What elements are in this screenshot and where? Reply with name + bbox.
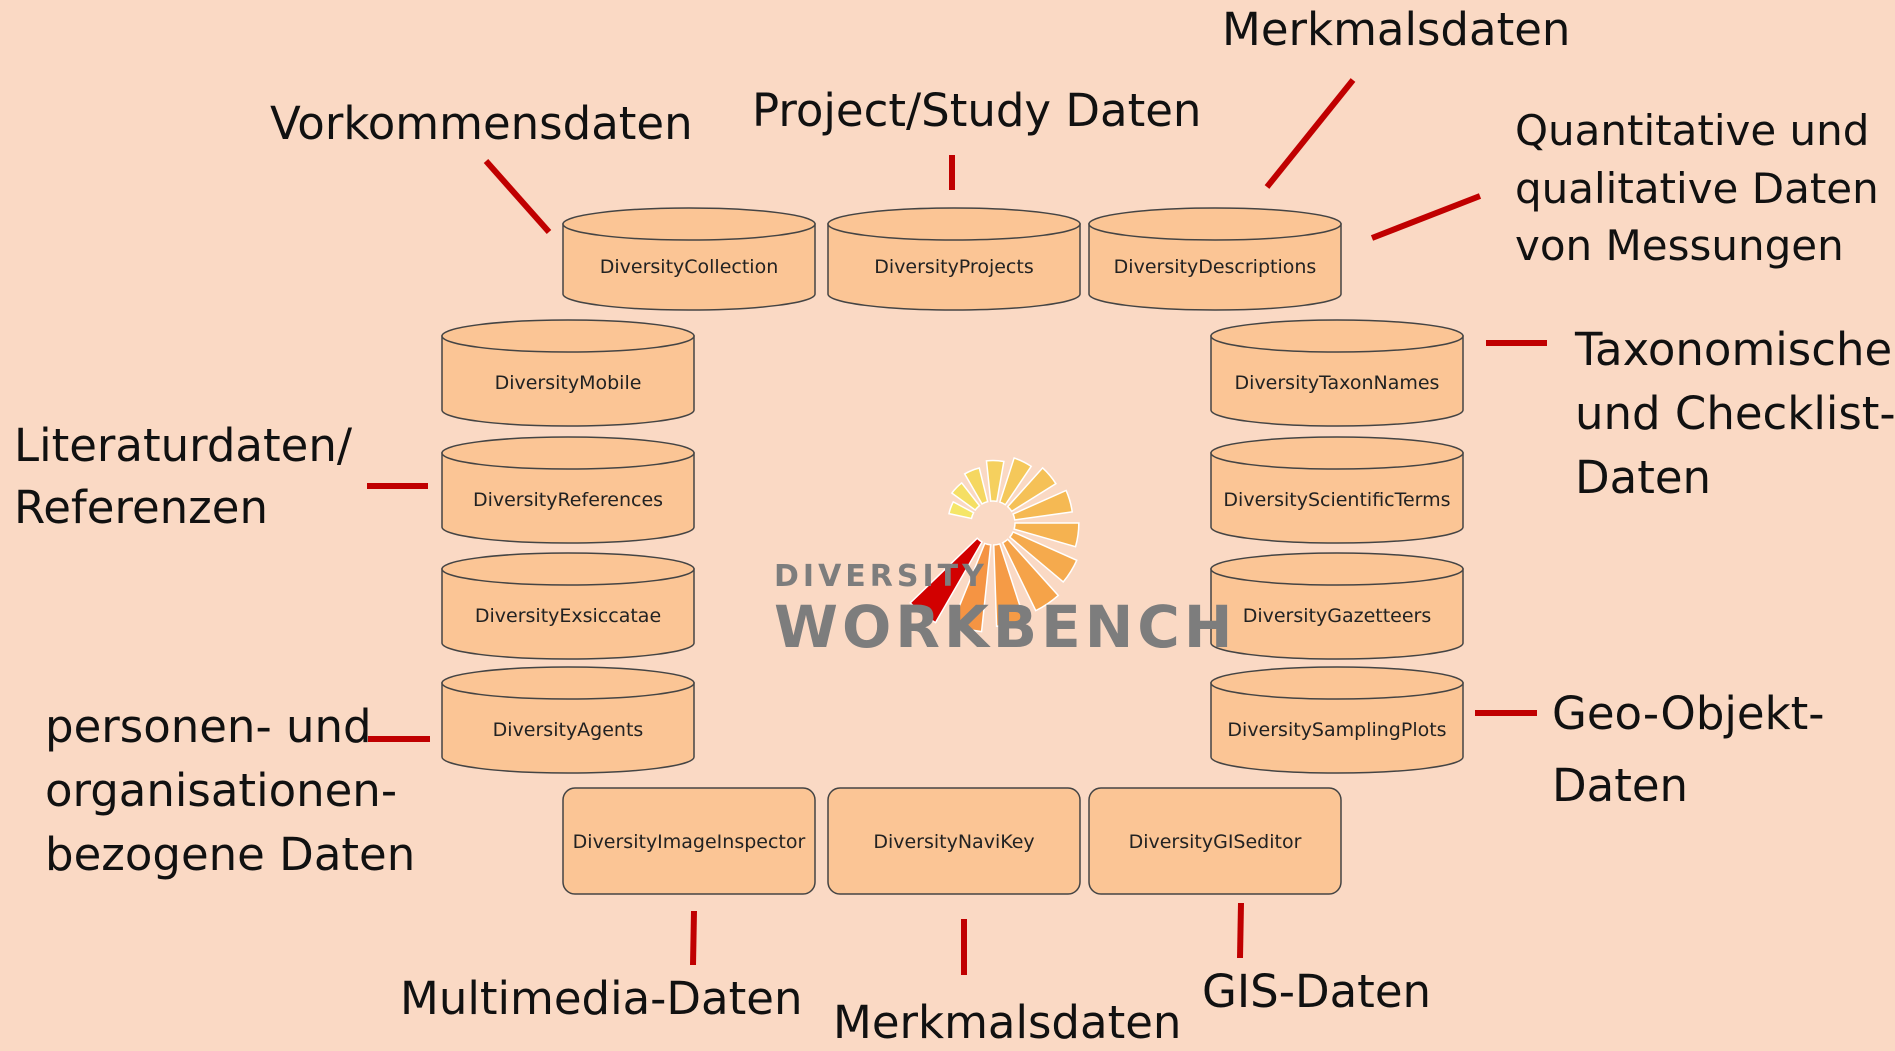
- db-diversityscientificterms: DiversityScientificTerms: [1210, 436, 1464, 544]
- db-diversitytaxonnames: DiversityTaxonNames: [1210, 319, 1464, 427]
- app-diversitynavikey: DiversityNaviKey: [827, 787, 1081, 895]
- db-diversitygazetteers: DiversityGazetteers: [1210, 552, 1464, 660]
- label-merkmalsdaten-top: Merkmalsdaten: [1222, 3, 1571, 56]
- label-line: von Messungen: [1515, 221, 1844, 271]
- logo-text-diversity: DIVERSITY: [774, 559, 988, 594]
- logo-ray: [909, 537, 984, 624]
- label-line: personen- und: [45, 700, 372, 753]
- label-line: Daten: [1552, 759, 1689, 812]
- logo-ray: [998, 457, 1033, 506]
- connector-multimedia: [690, 910, 697, 966]
- label-line: Quantitative und: [1515, 106, 1870, 155]
- app-label: DiversityNaviKey: [873, 831, 1034, 853]
- workbench-logo: DIVERSITY WORKBENCH: [774, 457, 1236, 661]
- db-label: DiversityMobile: [495, 372, 642, 394]
- logo-ray: [948, 500, 975, 520]
- db-diversityprojects: DiversityProjects: [827, 207, 1081, 311]
- app-diversityimageinspector: DiversityImageInspector: [562, 787, 816, 895]
- logo-ray: [1006, 466, 1057, 513]
- label-line: bezogene Daten: [45, 827, 416, 881]
- db-label: DiversityGazetteers: [1243, 605, 1432, 627]
- db-label: DiversityDescriptions: [1114, 256, 1317, 278]
- label-line: und Checklist-: [1575, 386, 1895, 440]
- logo-ray: [1008, 530, 1078, 583]
- db-diversitydescriptions: DiversityDescriptions: [1088, 207, 1342, 311]
- connector-quantitative: [1370, 193, 1482, 241]
- label-multimedia-daten: Multimedia-Daten: [400, 972, 803, 1025]
- app-diversitygiseditor: DiversityGISeditor: [1088, 787, 1342, 895]
- logo-ray: [950, 481, 981, 512]
- connector-gis: [1237, 902, 1244, 959]
- db-label: DiversityCollection: [600, 256, 779, 278]
- db-diversityexsiccatae: DiversityExsiccatae: [441, 552, 695, 660]
- logo-text-workbench: WORKBENCH: [774, 593, 1236, 661]
- logo-ray: [1012, 489, 1074, 521]
- label-line: Taxonomische: [1575, 323, 1893, 376]
- logo-ray: [985, 459, 1005, 503]
- label-line: organisationen-: [45, 763, 398, 817]
- label-line: Daten: [1575, 450, 1712, 504]
- label-quantitative-daten: Quantitative und qualitative Daten von M…: [1515, 102, 1879, 275]
- label-merkmalsdaten-bottom: Merkmalsdaten: [833, 996, 1182, 1049]
- db-label: DiversityTaxonNames: [1235, 372, 1440, 394]
- label-gis-daten: GIS-Daten: [1202, 965, 1432, 1018]
- connector-merkmalsdaten-top: [1264, 78, 1356, 189]
- logo-ray: [1001, 538, 1060, 612]
- label-literaturdaten: Literaturdaten/ Referenzen: [14, 415, 352, 539]
- label-taxonomische-daten: Taxonomische und Checklist- Daten: [1575, 318, 1895, 510]
- label-project-study-daten: Project/Study Daten: [752, 84, 1202, 137]
- db-diversitycollection: DiversityCollection: [562, 207, 816, 311]
- db-label: DiversityReferences: [473, 489, 663, 511]
- label-vorkommensdaten: Vorkommensdaten: [270, 97, 693, 150]
- connector-vorkommensdaten: [483, 159, 552, 234]
- logo-ray: [951, 542, 992, 633]
- db-diversitysamplingplots: DiversitySamplingPlots: [1210, 666, 1464, 774]
- label-personen-daten: personen- und organisationen- bezogene D…: [45, 695, 415, 887]
- label-line: Referenzen: [14, 481, 269, 535]
- label-line: qualitative Daten: [1515, 163, 1879, 213]
- db-label: DiversityProjects: [874, 256, 1033, 278]
- db-diversitymobile: DiversityMobile: [441, 319, 695, 427]
- db-diversityagents: DiversityAgents: [441, 666, 695, 774]
- db-label: DiversityExsiccatae: [475, 605, 661, 627]
- db-diversityreferences: DiversityReferences: [441, 436, 695, 544]
- logo-emblem: [909, 457, 1080, 633]
- logo-ray: [992, 542, 1026, 628]
- db-label: DiversitySamplingPlots: [1227, 719, 1446, 741]
- label-line: Geo-Objekt-: [1552, 687, 1825, 740]
- logo-ray: [963, 467, 989, 505]
- label-line: Literaturdaten/: [14, 419, 353, 472]
- app-label: DiversityGISeditor: [1129, 831, 1302, 853]
- app-label: DiversityImageInspector: [573, 831, 806, 853]
- db-label: DiversityScientificTerms: [1223, 489, 1450, 511]
- db-label: DiversityAgents: [493, 719, 644, 741]
- logo-ray: [1013, 522, 1080, 548]
- label-geo-objekt-daten: Geo-Objekt- Daten: [1552, 678, 1825, 822]
